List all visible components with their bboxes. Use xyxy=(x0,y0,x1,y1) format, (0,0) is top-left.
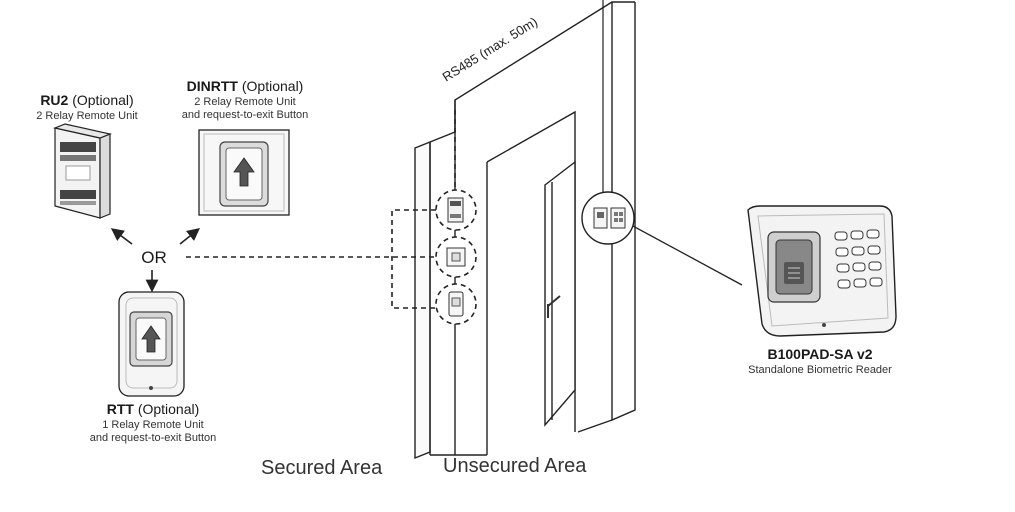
ru2-optional: (Optional) xyxy=(72,92,134,108)
reader-name: B100PAD-SA v2 xyxy=(767,346,873,362)
fingerprint-icon xyxy=(767,231,821,303)
dinrtt-desc1: 2 Relay Remote Unit xyxy=(194,95,296,108)
rtt-device xyxy=(118,291,185,397)
keypad-icon xyxy=(834,229,883,289)
arrow-up-icon xyxy=(141,325,161,353)
rtt-name: RTT xyxy=(106,401,134,417)
reader-desc: Standalone Biometric Reader xyxy=(748,363,892,376)
reader-cable xyxy=(632,225,743,286)
ru2-desc: 2 Relay Remote Unit xyxy=(36,109,138,122)
unsecured-area-label: Unsecured Area xyxy=(443,455,587,477)
wall-interface xyxy=(581,191,635,245)
rtt-label: RTT (Optional) 1 Relay Remote Unit and r… xyxy=(78,401,228,446)
dashed-connectors xyxy=(186,209,436,309)
arrow-up-icon xyxy=(233,157,255,187)
mini-relay-icon xyxy=(447,197,464,223)
dinrtt-desc2: and request-to-exit Button xyxy=(181,109,309,122)
rtt-optional: (Optional) xyxy=(137,401,200,417)
or-arrows xyxy=(110,228,200,293)
rtt-desc2: and request-to-exit Button xyxy=(89,432,217,445)
door-handle xyxy=(547,295,561,318)
mini-dinrtt-icon xyxy=(446,247,466,267)
rtt-desc1: 1 Relay Remote Unit xyxy=(102,418,204,431)
or-label: OR xyxy=(141,248,167,267)
dinrtt-name: DINRTT xyxy=(186,78,238,94)
dinrtt-device xyxy=(198,129,290,216)
cable-label: RS485 (max. 50m) xyxy=(440,14,540,85)
ru2-device xyxy=(52,123,113,219)
door-frame xyxy=(414,1,636,460)
reader-label: B100PAD-SA v2 Standalone Biometric Reade… xyxy=(735,346,905,377)
dinrtt-optional: (Optional) xyxy=(241,78,304,94)
ru2-label: RU2 (Optional) 2 Relay Remote Unit xyxy=(12,92,162,123)
b100pad-reader xyxy=(747,205,897,337)
mini-rtt-icon xyxy=(448,291,464,317)
secured-area-label: Secured Area xyxy=(261,457,383,479)
dinrtt-label: DINRTT (Optional) 2 Relay Remote Unit an… xyxy=(165,78,325,123)
ru2-name: RU2 xyxy=(40,92,69,108)
